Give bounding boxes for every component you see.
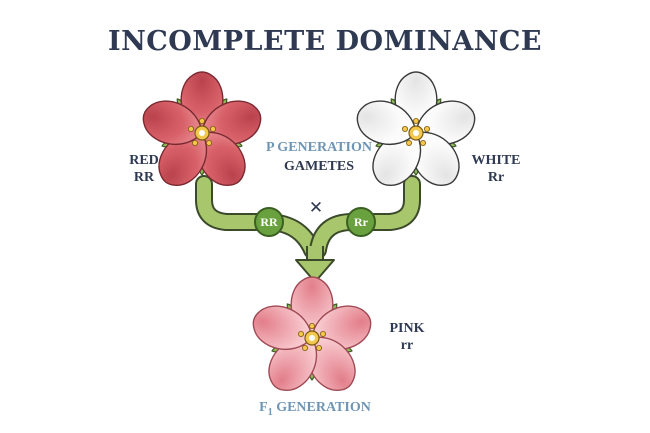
diagram-title: INCOMPLETE DOMINANCE	[108, 26, 542, 57]
gametes-label: GAMETES	[283, 159, 354, 174]
white-genotype: Rr	[487, 170, 505, 185]
red-color-name: RED	[129, 153, 159, 168]
red-flower	[142, 71, 262, 186]
gamete-rr-hetero: Rr	[346, 207, 376, 237]
white-color-name: WHITE	[471, 153, 521, 168]
pink-color-name: PINK	[389, 321, 425, 336]
arrow-right-branch	[309, 175, 421, 259]
pink-flower	[252, 276, 372, 391]
white-parent-label: WHITE Rr	[468, 152, 524, 186]
cross-icon: ✕	[308, 198, 324, 218]
p-generation-label: P GENERATION	[266, 140, 372, 155]
red-parent-label: RED RR	[124, 152, 164, 186]
f1-suffix: GENERATION	[272, 400, 371, 415]
f1-generation-label: F1 GENERATION	[200, 400, 430, 418]
pink-offspring-label: PINK rr	[386, 320, 428, 354]
red-genotype: RR	[133, 170, 155, 185]
arrow-down-head	[295, 246, 335, 283]
gamete-rr: RR	[254, 207, 284, 237]
pink-genotype: rr	[400, 338, 414, 353]
white-flower	[356, 71, 476, 186]
arrow-left-branch	[195, 175, 321, 259]
f1-prefix: F	[259, 400, 268, 415]
f1-subscript: 1	[267, 406, 273, 418]
